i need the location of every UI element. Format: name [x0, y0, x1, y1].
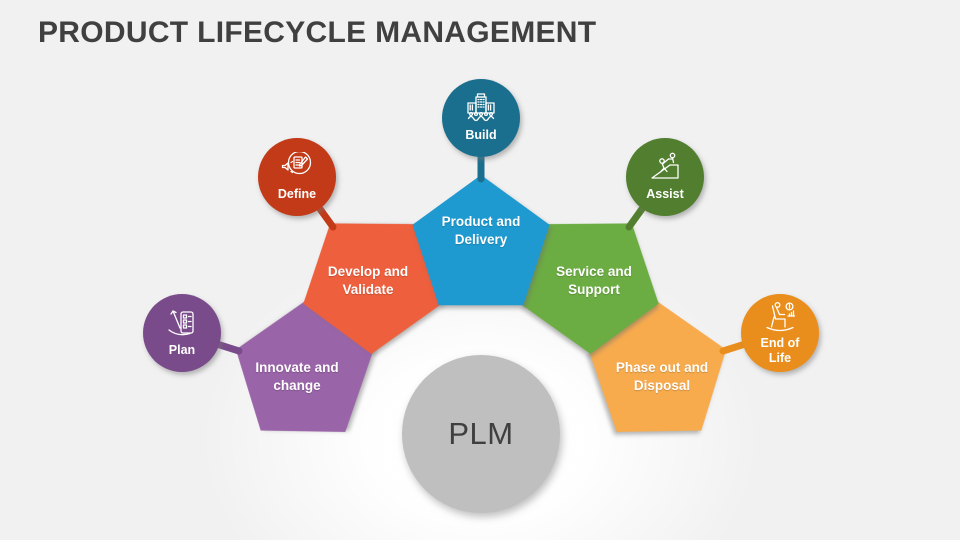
- checklist-pencil-icon: [168, 310, 194, 336]
- badge-build[interactable]: Build: [442, 79, 520, 157]
- pentagon-label-develop-and-validate: Develop and Validate: [327, 264, 409, 297]
- badge-label-end-of-life: End of Life: [760, 336, 800, 365]
- pentagon-service-and-support[interactable]: [500, 184, 687, 370]
- badge-label-define: Define: [277, 187, 317, 202]
- clipboard-megaphone-icon: [281, 152, 312, 175]
- pentagon-develop-and-validate[interactable]: [274, 184, 461, 370]
- page-title: PRODUCT LIFECYCLE MANAGEMENT: [38, 16, 597, 49]
- pentagon-phase-out-and-disposal[interactable]: [581, 285, 749, 457]
- badge-plan[interactable]: Plan: [143, 294, 221, 372]
- pentagon-innovate-and-change[interactable]: [214, 285, 382, 457]
- retirement-rocking-chair-icon: [766, 302, 796, 332]
- pentagon-label-phase-out-and-disposal: Phase out and Disposal: [615, 360, 709, 393]
- badge-end-of-life[interactable]: End of Life: [741, 294, 819, 372]
- badge-label-build: Build: [465, 128, 497, 143]
- badge-assist[interactable]: Assist: [626, 138, 704, 216]
- pentagon-product-and-delivery[interactable]: [412, 175, 550, 306]
- helping-up-icon: [651, 152, 679, 179]
- building-team-icon: [467, 93, 495, 122]
- pentagon-label-service-and-support: Service and Support: [556, 264, 632, 297]
- pentagon-label-innovate-and-change: Innovate and change: [255, 360, 339, 393]
- badge-define[interactable]: Define: [258, 138, 336, 216]
- plm-label: PLM: [448, 416, 514, 451]
- plm-center-circle[interactable]: PLM: [402, 355, 560, 513]
- pentagon-label-product-and-delivery: Product and Delivery: [441, 214, 521, 247]
- badge-label-plan: Plan: [168, 343, 196, 358]
- badge-label-assist: Assist: [646, 187, 684, 202]
